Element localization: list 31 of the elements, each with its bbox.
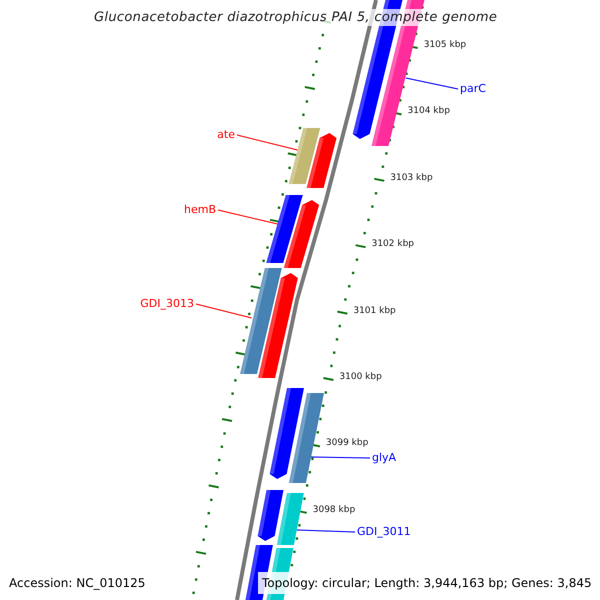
leader-line [236, 134, 298, 150]
gene-label: parC [460, 82, 486, 96]
scale-label: 3103 kbp [390, 172, 433, 184]
gene-label: hemB [184, 203, 216, 217]
gene-label: GDI_3011 [357, 525, 411, 539]
gene-label: GDI_3013 [140, 297, 194, 311]
leader-line [405, 78, 458, 90]
accession-note: Accession: NC_010125 [9, 575, 146, 592]
gene-bar [288, 128, 320, 184]
gene-bar [276, 493, 304, 545]
gene-label: ate [217, 128, 235, 142]
gene-label: glyA [372, 451, 396, 465]
scale-label: 3104 kbp [408, 106, 450, 118]
gene-bar [240, 268, 282, 374]
leader-line [310, 456, 370, 458]
leader-line [296, 530, 356, 532]
gene-bar [306, 133, 337, 188]
leader-line [196, 304, 252, 318]
gene-bar [258, 273, 298, 378]
scale-label: 3100 kbp [339, 372, 382, 383]
scale-label: 3101 kbp [353, 306, 396, 317]
gene-bar [288, 393, 324, 483]
leader-line [218, 210, 278, 224]
scale-label: 3099 kbp [326, 438, 368, 450]
scale-label: 3105 kbp [424, 40, 466, 51]
gene-bar [258, 490, 284, 541]
gene-bar [284, 200, 320, 268]
scale-label: 3098 kbp [312, 504, 356, 516]
scale-label: 3102 kbp [372, 239, 414, 250]
gene-bar [270, 388, 304, 479]
gene-bar [266, 195, 303, 263]
